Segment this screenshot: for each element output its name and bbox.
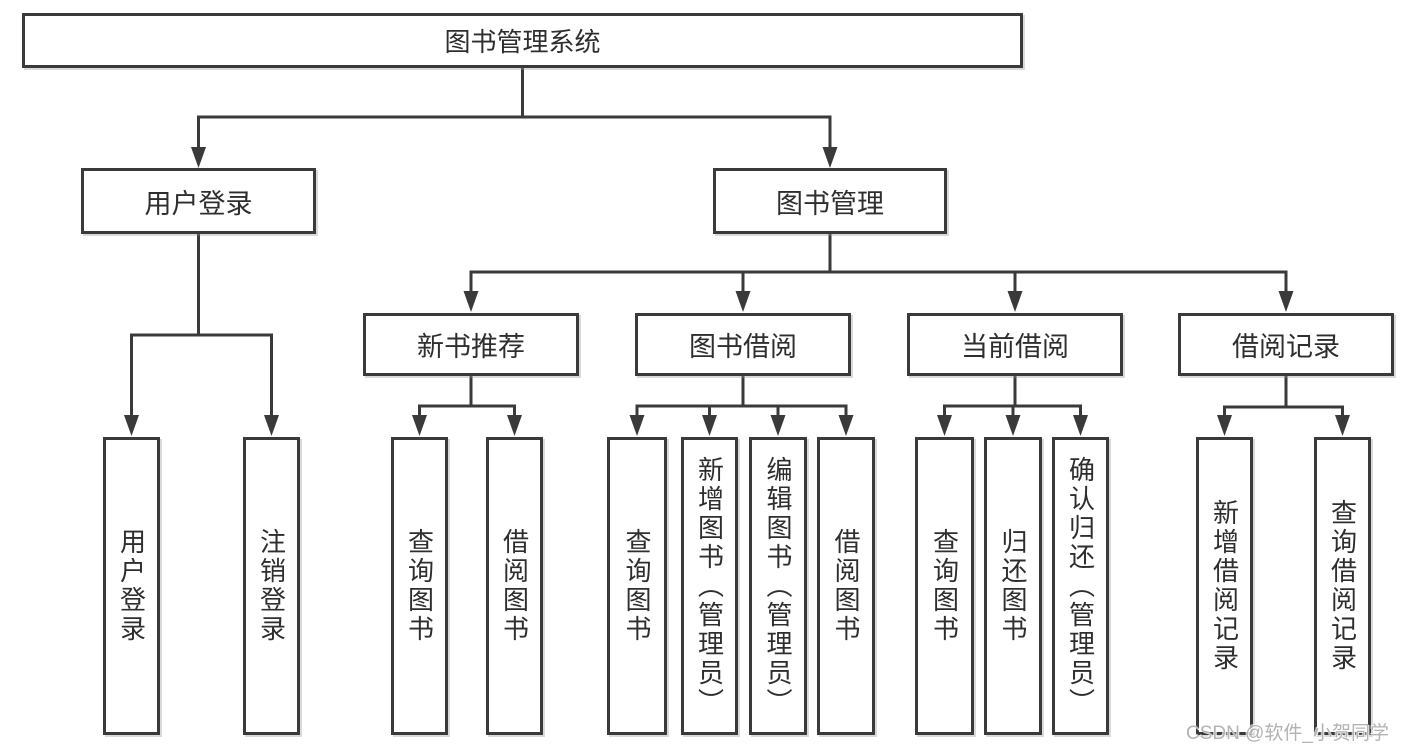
node-label: 查询图书	[622, 528, 652, 644]
csdn-watermark: CSDN @软件_小贺同学	[1186, 723, 1389, 744]
node-edit-books-admin: 编辑图书（管理员）	[749, 437, 807, 735]
node-book-borrow: 图书借阅	[635, 313, 851, 376]
node-return-books: 归还图书	[984, 437, 1042, 735]
node-book-management: 图书管理	[713, 168, 947, 234]
node-label: 编辑图书（管理员）	[763, 455, 793, 717]
edge-user-login-to-children	[124, 234, 279, 436]
node-label: 归还图书	[998, 528, 1028, 644]
node-label: 图书管理	[776, 188, 884, 219]
node-label: 新增借阅记录	[1209, 499, 1240, 673]
node-label: 用户登录	[144, 188, 253, 219]
node-confirm-return-admin: 确认归还（管理员）	[1052, 437, 1109, 735]
node-label: 查询图书	[929, 528, 960, 644]
node-borrow-books-recommend: 借阅图书	[486, 437, 543, 735]
node-label: 借阅图书	[831, 528, 861, 644]
edge-current-borrow-to-children	[937, 376, 1088, 436]
node-add-books-admin: 新增图书（管理员）	[681, 437, 738, 735]
node-current-borrow: 当前借阅	[907, 313, 1123, 376]
node-borrow-records: 借阅记录	[1178, 313, 1394, 376]
node-user-login: 用户登录	[81, 168, 316, 234]
edge-book-management-to-level3	[463, 233, 1294, 312]
node-label: 查询借阅记录	[1327, 499, 1358, 673]
node-label: 图书借阅	[689, 332, 797, 362]
node-logout-action: 注销登录	[243, 437, 300, 735]
node-label: 新增图书（管理员）	[694, 455, 725, 717]
node-label: 借阅图书	[499, 528, 530, 644]
node-label: 查询图书	[404, 528, 435, 644]
node-label: 注销登录	[256, 528, 287, 644]
node-label: 图书管理系统	[444, 27, 601, 57]
node-borrow-books-action: 借阅图书	[817, 437, 875, 735]
node-library-management-system: 图书管理系统	[22, 13, 1023, 68]
edge-new-book-recommend-to-children	[412, 376, 522, 436]
node-label: 新书推荐	[417, 332, 525, 362]
edge-root-to-level2	[191, 68, 838, 168]
node-label: 用户登录	[116, 528, 147, 644]
node-user-login-action: 用户登录	[103, 437, 160, 735]
node-query-books-current: 查询图书	[915, 437, 974, 735]
node-label: 借阅记录	[1232, 332, 1340, 362]
node-query-borrow-record: 查询借阅记录	[1314, 437, 1371, 735]
node-label: 确认归还（管理员）	[1065, 455, 1096, 717]
edge-book-borrow-to-children	[629, 376, 854, 436]
node-label: 当前借阅	[961, 332, 1069, 362]
node-add-borrow-record: 新增借阅记录	[1196, 437, 1253, 735]
edge-borrow-records-to-children	[1217, 376, 1350, 436]
node-new-book-recommend: 新书推荐	[363, 313, 579, 376]
node-query-books-borrow: 查询图书	[607, 437, 667, 735]
node-query-books-recommend: 查询图书	[391, 437, 448, 735]
